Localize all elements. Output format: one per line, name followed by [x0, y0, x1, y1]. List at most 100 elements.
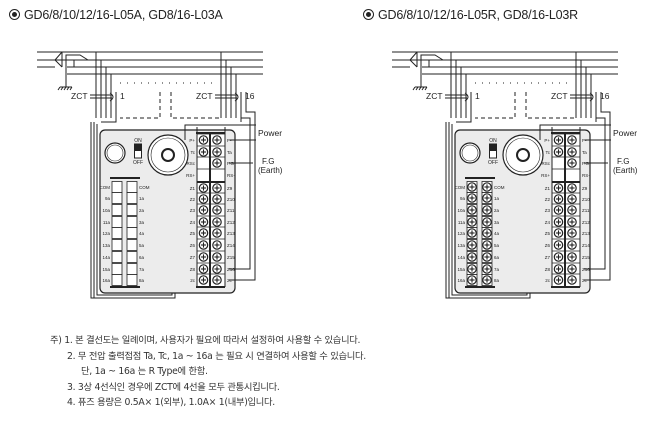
zct-icon — [445, 92, 469, 102]
terminal-label: Z6 — [545, 243, 551, 248]
terminal-label: Z4 — [190, 220, 196, 225]
terminal-cell — [126, 263, 138, 275]
terminal-label: 13a — [457, 243, 465, 248]
knob-center — [516, 148, 530, 162]
zct-label: ZCT — [196, 91, 213, 101]
terminal-cell — [111, 192, 123, 204]
diagram-title-r: GD6/8/10/12/16-L05R, GD8/16-L03R — [363, 8, 578, 22]
terminal-label: P+ — [544, 138, 550, 143]
zct-number: 1 — [475, 91, 480, 101]
terminal-cell — [126, 239, 138, 251]
terminal-label: 12a — [102, 231, 110, 236]
terminal-label: COM — [455, 185, 466, 190]
knob-ring — [150, 137, 186, 173]
zct-wire — [229, 117, 251, 270]
terminal-cell — [111, 204, 123, 216]
bullet-icon — [9, 9, 20, 20]
terminal-label: 12a — [457, 231, 465, 236]
diagram-title-a: GD6/8/10/12/16-L05A, GD8/16-L03A — [9, 8, 223, 22]
note-2: 2. 무 전압 출력접점 Ta, Tc, 1a ~ 16a 는 필요 시 연결하… — [67, 350, 366, 362]
terminal-label: Z9 — [227, 186, 233, 191]
terminal-label: 5a — [139, 243, 145, 248]
terminal-label: 15a — [102, 267, 110, 272]
wiring-diagram-r: ZCT1ZCT16ONOFFP+P-TcTaRScF.GRS+RS-Z1Z9Z2… — [392, 51, 638, 299]
terminal-cell — [111, 181, 123, 193]
zct-icon — [570, 92, 594, 102]
terminal-label: Z4 — [545, 220, 551, 225]
terminal-label: Z9 — [582, 186, 588, 191]
terminal-label: Z7 — [545, 255, 551, 260]
terminal-label: Z2 — [190, 197, 196, 202]
power-label: Power — [258, 128, 282, 138]
terminal-label: 10a — [457, 208, 465, 213]
terminal-label: 8a — [494, 278, 500, 283]
terminal-cell — [126, 204, 138, 216]
terminal-label: Z15 — [227, 255, 235, 260]
terminal-cell — [111, 239, 123, 251]
terminal-label: Z3 — [190, 208, 196, 213]
terminal-label: RS- — [582, 173, 590, 178]
terminal-label: COM — [139, 185, 150, 190]
zct-label: ZCT — [551, 91, 568, 101]
power-wire — [539, 124, 605, 140]
note-4: 4. 퓨즈 용량은 0.5A× 1(외부), 1.0A× 1(내부)입니다. — [67, 397, 275, 408]
bullet-icon — [363, 9, 374, 20]
terminal-label: 5a — [494, 243, 500, 248]
ground-icon — [412, 86, 428, 91]
zct-wire — [229, 92, 256, 281]
dashed-wire — [475, 92, 516, 119]
zct-wire — [584, 92, 611, 281]
switch-on-label: ON — [134, 138, 142, 144]
terminal-label: Z5 — [190, 231, 196, 236]
terminal-cell — [126, 181, 138, 193]
terminal-label: 15a — [457, 267, 465, 272]
power-label: Power — [613, 128, 637, 138]
source-icon — [409, 51, 418, 68]
terminal-label: COM — [494, 185, 505, 190]
note-1: 주) 1. 본 결선도는 일례이며, 사용자가 필요에 따라서 설정하여 사용할… — [50, 335, 361, 346]
terminal-label: P- — [227, 138, 232, 143]
terminal-cell — [111, 251, 123, 263]
reset-button-icon — [459, 142, 481, 164]
terminal-label: Z11 — [582, 208, 590, 213]
terminal-label: Tc — [191, 150, 196, 155]
terminal-label: 2c — [545, 278, 551, 283]
terminal-label: Z7 — [190, 255, 196, 260]
terminal-label: RS- — [227, 173, 235, 178]
terminal-cell — [111, 263, 123, 275]
terminal-label: Z13 — [582, 231, 590, 236]
terminal-cell — [126, 274, 138, 286]
earth-label: (Earth) — [258, 166, 283, 175]
reset-button-ring — [461, 144, 479, 162]
dashed-wire — [525, 92, 576, 119]
title-text: GD6/8/10/12/16-L05A, GD8/16-L03A — [24, 8, 223, 22]
earth-label: (Earth) — [613, 166, 638, 175]
terminal-label: Ta — [227, 150, 232, 155]
terminal-label: COM — [100, 185, 111, 190]
terminal-label: 7a — [494, 267, 500, 272]
terminal-label: RS+ — [186, 173, 195, 178]
terminal-label: Z15 — [582, 255, 590, 260]
terminal-label: Z12 — [227, 220, 235, 225]
note-2b: 단, 1a ~ 16a 는 R Type에 한함. — [81, 366, 208, 377]
terminal-label: Z5 — [545, 231, 551, 236]
knob-ring — [505, 137, 541, 173]
zct-icon — [90, 92, 114, 102]
terminal-label: 2a — [494, 208, 500, 213]
terminal-label: Z3 — [545, 208, 551, 213]
terminal-label: 16a — [102, 278, 110, 283]
terminal-label: 1a — [139, 196, 145, 201]
terminal-label: Z11 — [227, 208, 235, 213]
terminal-label: Z10 — [227, 197, 235, 202]
terminal-label: 16a — [457, 278, 465, 283]
terminal-label: 9a — [105, 196, 111, 201]
wire — [420, 54, 444, 74]
terminal-label: RSc — [541, 161, 550, 166]
zct-wire — [456, 92, 472, 123]
wiring-diagram-a: ZCT1ZCT16ONOFFP+P-TcTaRScF.GRS+RS-Z1Z9Z2… — [37, 51, 283, 299]
ground-icon — [57, 86, 73, 91]
terminal-label: 11a — [103, 220, 111, 225]
note-3: 3. 3상 4선식인 경우에 ZCT에 4선을 모두 관통시킵니다. — [67, 381, 280, 393]
terminal-label: Z1 — [190, 186, 196, 191]
terminal-label: Z8 — [545, 267, 551, 272]
